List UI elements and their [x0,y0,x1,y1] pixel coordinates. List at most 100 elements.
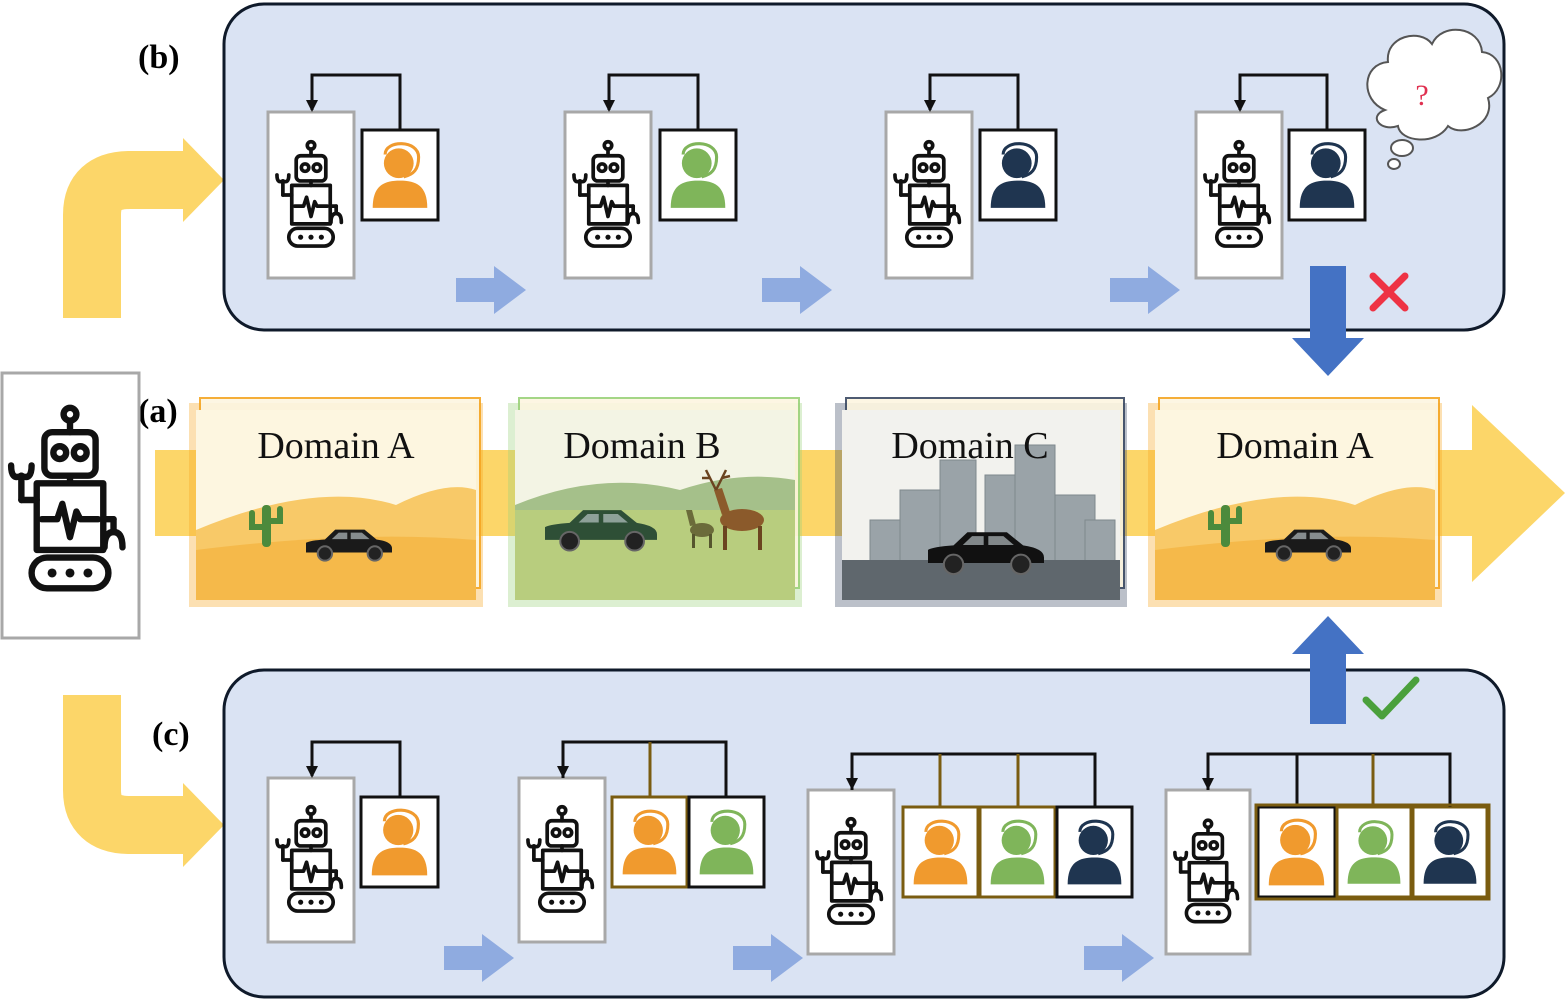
robot-box [563,110,653,280]
b-robot-1 [266,110,356,280]
car-window [988,536,1014,545]
cactus-arm [1227,506,1242,524]
label-c: (c) [152,716,190,753]
c-expert-4-1 [1256,805,1337,899]
robot-box [266,110,356,280]
car-window [350,532,370,540]
cactus-arm [268,506,283,524]
robot-box [517,776,607,944]
c-robot-1 [266,776,356,944]
b-robot-3 [884,110,974,280]
dune-front [1155,536,1435,600]
connector-arrowhead [846,778,858,790]
c-robot-3 [806,788,896,956]
expert-group-frame [1254,803,1491,901]
c-expert-4-2 [1335,805,1413,899]
deer-leg [758,526,762,550]
fawn-leg [692,534,695,548]
car-window [1309,532,1329,540]
car-window [1290,532,1307,540]
cloud-shape [1366,28,1503,141]
cactus-arm [1208,510,1224,530]
question-mark: ? [1415,79,1428,112]
connector-line [928,73,1020,130]
connector-line [310,73,402,130]
connector-line [1238,73,1329,130]
dune-front [196,536,476,600]
domain-card-4: Domain A [1148,397,1442,607]
b-expert-1 [360,128,440,222]
c-connector-2 [557,740,728,797]
connector-line [310,740,402,797]
domain-card-3: Domain C [835,397,1127,607]
deer [686,469,764,550]
car-window [962,536,984,545]
b-connector-2 [603,73,700,130]
main-robot-frame [0,371,141,640]
b-step-arrow-2 [762,266,832,314]
car-wheel [942,553,965,576]
b-expert-2 [658,128,738,222]
thought-cloud-icon: ? [1366,28,1503,170]
b-connector-3 [924,73,1020,130]
deer-leg [723,526,727,550]
c-expert-3-2 [978,805,1057,899]
b-robot-2 [563,110,653,280]
c-connector-3 [846,752,1097,807]
cloud-bubble [1387,158,1401,170]
c-step-arrow-3 [1084,934,1154,982]
b-expert-3 [978,128,1058,222]
domain-card-1: Domain A [189,397,483,607]
c-expert-2-2 [687,795,766,889]
b-step-arrow-1 [456,266,526,314]
deer-body [720,509,764,531]
c-robot-2 [517,776,607,944]
cactus [262,505,271,547]
c-connector-4 [1202,752,1491,901]
robot-box [884,110,974,280]
cross-icon [1369,272,1409,312]
c-step-arrow-2 [733,934,803,982]
b-expert-4 [1287,128,1367,222]
c-expert-4-3 [1411,805,1489,899]
c-expert-3-1 [901,805,980,899]
connector-arrowhead [1234,100,1246,112]
cactus-arm [249,510,265,530]
domain-card-2: Domain B [508,397,802,607]
cloud-bubble [1390,139,1414,157]
b-step-arrow-3 [1110,266,1180,314]
robot-box [1164,788,1252,956]
cactus [1221,505,1230,547]
car-window [578,513,599,523]
fawn-body [690,523,714,537]
robot-box [1194,110,1284,280]
car-wheel [366,545,383,562]
c-step-arrow-1 [444,934,514,982]
c-expert-2-1 [610,795,689,889]
label-b: (b) [138,39,180,76]
deer-antlers [702,469,731,491]
b-connector-1 [306,73,402,130]
car-wheel [1010,553,1032,576]
car-window [331,532,348,540]
c-connector-1 [306,740,402,797]
connector-line [1206,752,1452,807]
car-wheel [624,530,645,552]
car-wheel [1325,545,1342,562]
connector-arrowhead [603,100,615,112]
curved-arrow-to-c [63,695,185,854]
connector-arrowhead [1202,778,1214,790]
domain-title-4: Domain A [1216,425,1374,467]
road [842,560,1120,600]
label-a: (a) [138,393,178,430]
curved-arrow-to-b [63,151,185,318]
car-window [603,513,628,523]
domain-title-3: Domain C [891,425,1048,467]
deer-neck [714,488,730,515]
c-robot-4 [1164,788,1252,956]
connector-arrowhead [306,766,318,778]
connector-arrowhead [557,766,569,778]
check-icon [1362,676,1420,720]
curved-arrow-head-b [183,138,224,222]
blue-arrow-down [1292,266,1364,376]
